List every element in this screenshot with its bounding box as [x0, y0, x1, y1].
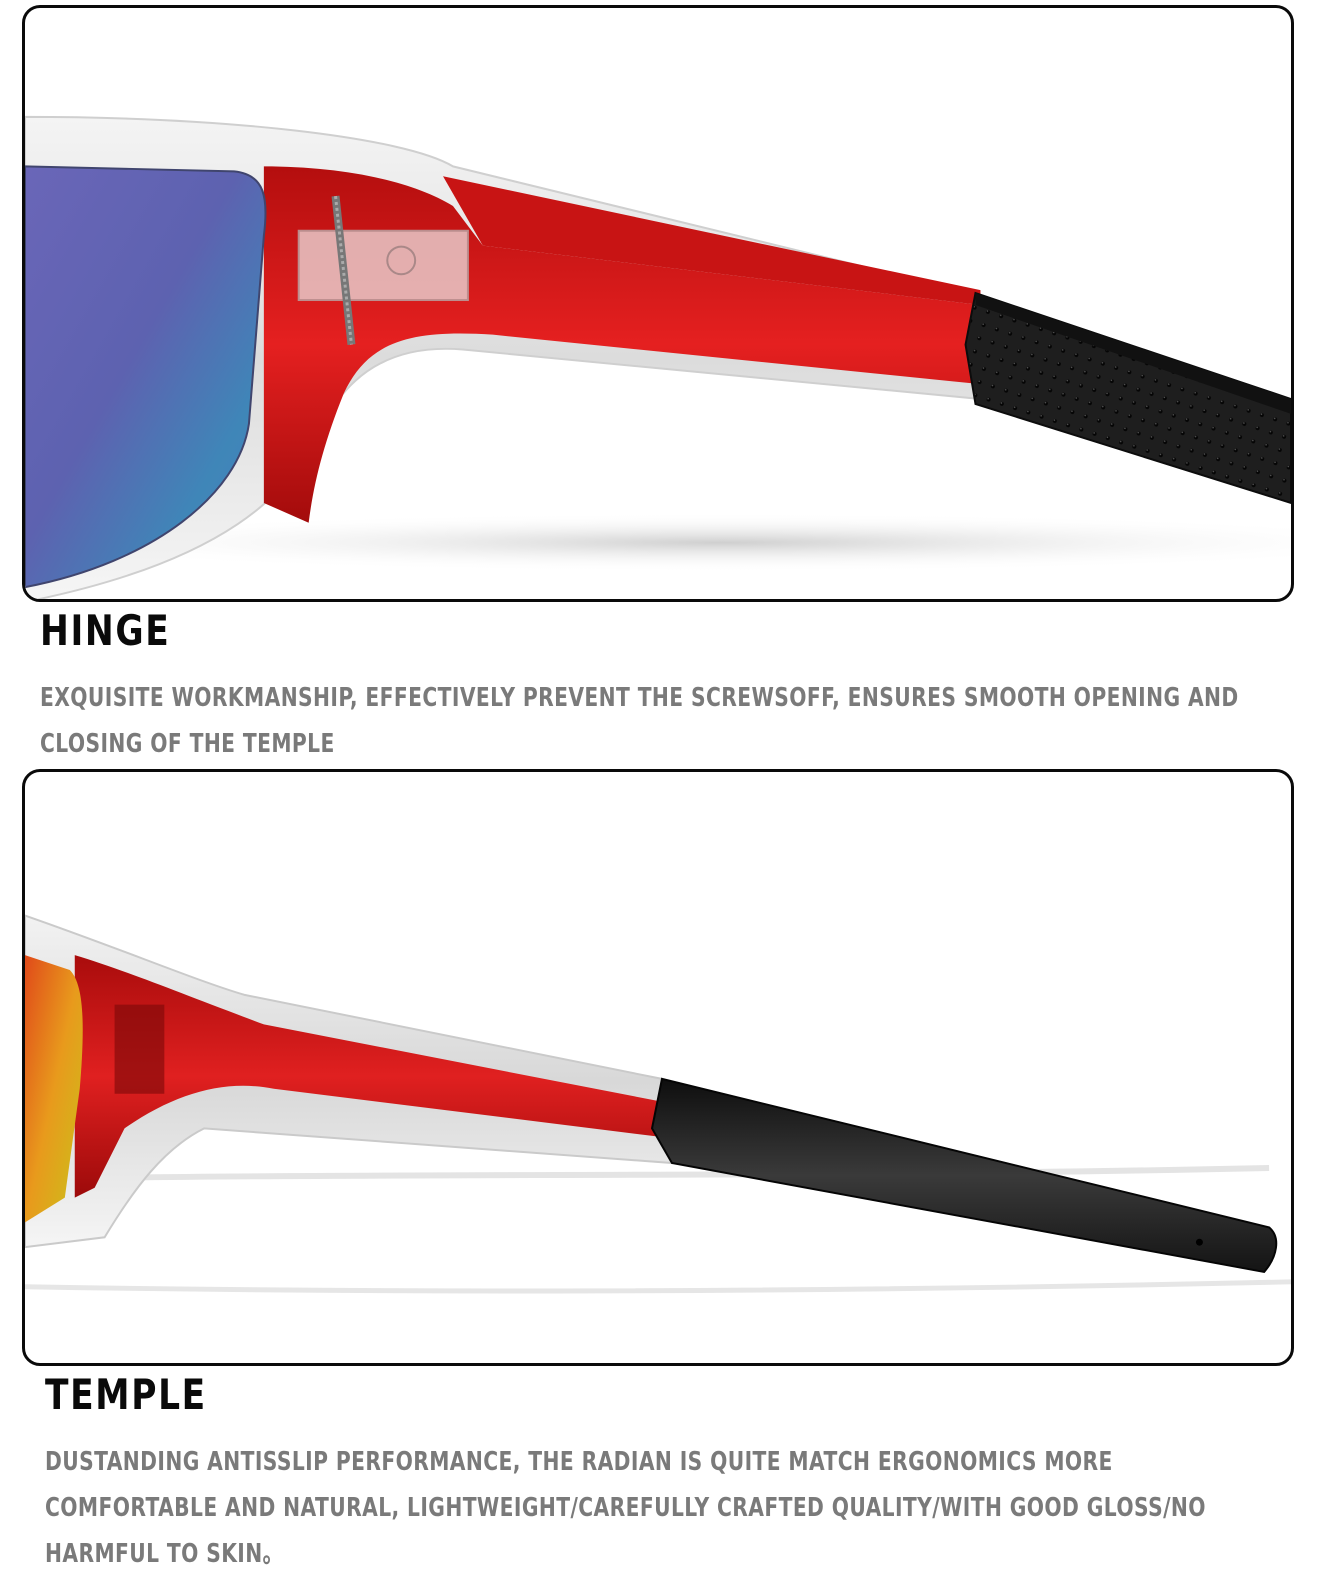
temple-caption-line: DUSTANDING ANTISSLIP PERFORMANCE, THE RA… [45, 1447, 1113, 1477]
temple-caption-line: HARMFUL TO SKIN。 [45, 1539, 284, 1569]
temple-illustration [25, 914, 1291, 1294]
hinge-caption-line: EXQUISITE WORKMANSHIP, EFFECTIVELY PREVE… [40, 683, 1239, 713]
hinge-product-image [22, 5, 1294, 602]
hinge-illustration [25, 115, 1291, 599]
hinge-caption: EXQUISITE WORKMANSHIP, EFFECTIVELY PREVE… [40, 675, 1239, 767]
hinge-caption-line: CLOSING OF THE TEMPLE [40, 729, 335, 759]
hinge-heading: HINGE [40, 606, 171, 655]
temple-caption: DUSTANDING ANTISSLIP PERFORMANCE, THE RA… [45, 1439, 1206, 1577]
temple-product-image [22, 769, 1294, 1366]
temple-caption-line: COMFORTABLE AND NATURAL, LIGHTWEIGHT/CAR… [45, 1493, 1206, 1523]
temple-heading: TEMPLE [45, 1370, 207, 1419]
